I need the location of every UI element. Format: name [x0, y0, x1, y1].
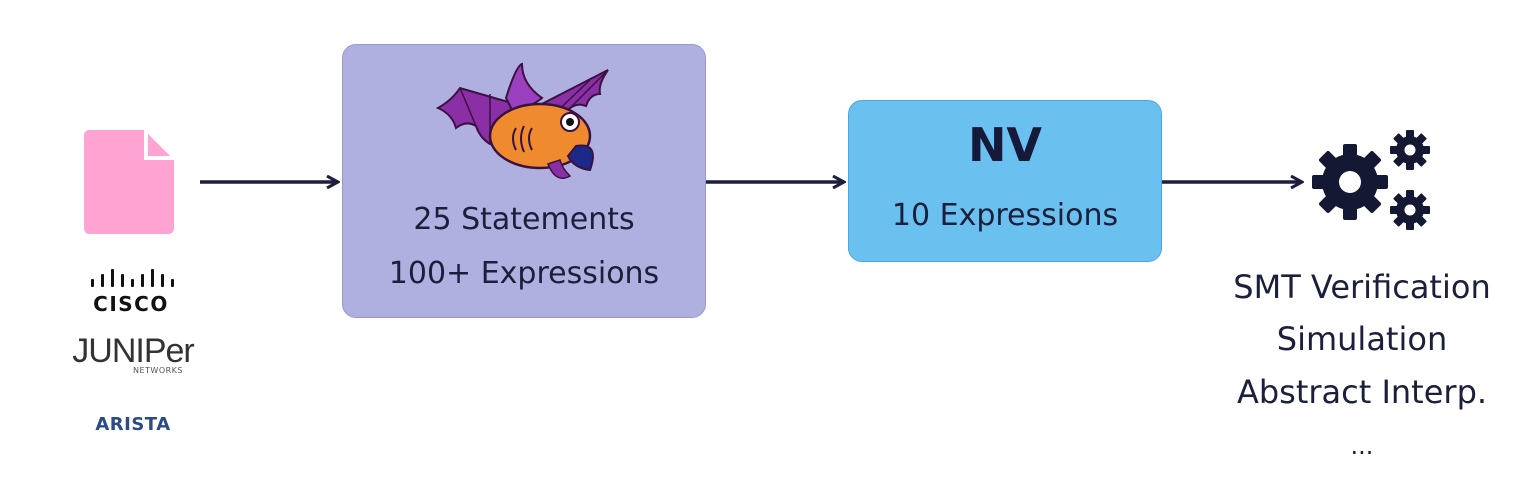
nv-title: NV — [967, 118, 1043, 172]
nv-expressions-label: 10 Expressions — [891, 198, 1119, 233]
juniper-logo-text: JUNIPer — [72, 332, 194, 370]
gears-icon — [1312, 130, 1430, 230]
bat-fish-mascot-icon — [435, 62, 609, 179]
output-item-ellipsis: ... — [1350, 432, 1374, 460]
output-item-smt-verification: SMT Verification — [1233, 268, 1491, 306]
cisco-logo-text: CISCO — [93, 292, 169, 316]
juniper-logo-subtext: NETWORKS — [132, 366, 183, 375]
output-item-simulation: Simulation — [1276, 320, 1448, 358]
output-item-abstract-interp: Abstract Interp. — [1236, 373, 1488, 411]
cisco-logo-icon — [91, 269, 174, 287]
nv-box — [848, 100, 1162, 262]
frontend-expressions-label: 100+ Expressions — [388, 256, 660, 291]
frontend-statements-label: 25 Statements — [413, 202, 635, 237]
arista-logo-text: ARISTA — [95, 414, 171, 435]
document-icon — [84, 130, 174, 234]
